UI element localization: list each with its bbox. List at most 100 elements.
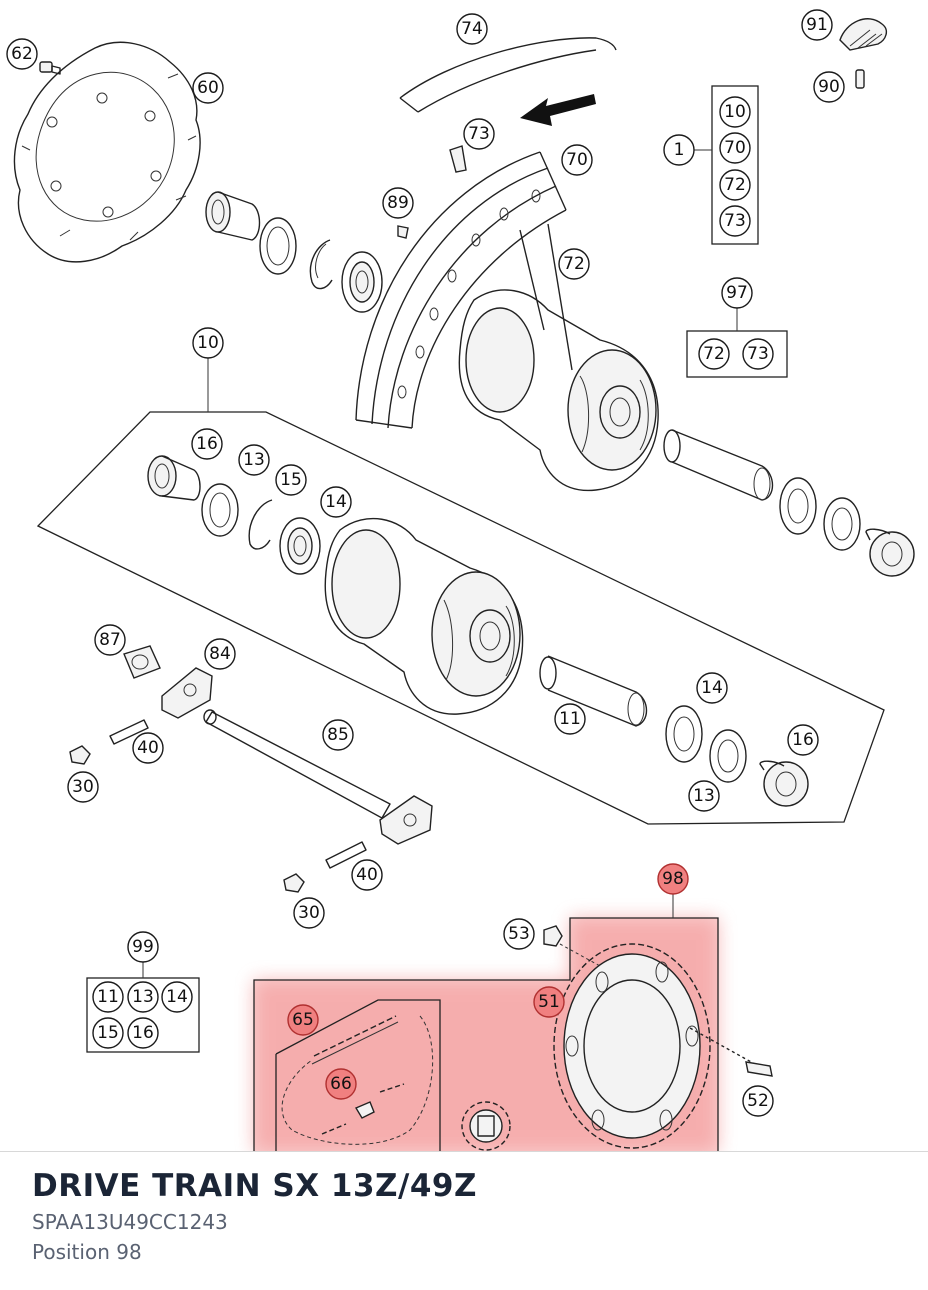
spoke[interactable] <box>519 223 573 371</box>
callout-15[interactable]: 15 <box>275 464 307 496</box>
front-sprocket[interactable] <box>461 1101 511 1151</box>
drive-train-group-box-98 <box>253 894 719 1152</box>
spoke-nipple[interactable] <box>397 225 409 239</box>
callout-70[interactable]: 70 <box>561 144 593 176</box>
callout-90[interactable]: 90 <box>813 71 845 103</box>
callout-73[interactable]: 73 <box>463 118 495 150</box>
valve-stem[interactable] <box>449 145 467 173</box>
lower-circlip-15[interactable] <box>248 499 273 550</box>
svg-text:30: 30 <box>298 903 320 923</box>
callout-14b[interactable]: 14 <box>696 672 728 704</box>
adjuster-nut-30a[interactable] <box>69 745 91 765</box>
callout-91[interactable]: 91 <box>801 9 833 41</box>
callout-74[interactable]: 74 <box>456 13 488 45</box>
callout-13[interactable]: 13 <box>238 444 270 476</box>
upper-circlip[interactable] <box>309 239 333 290</box>
lower-seal-13[interactable] <box>201 483 239 537</box>
svg-text:70: 70 <box>566 150 588 170</box>
lower-hub[interactable] <box>324 517 524 715</box>
callout-66[interactable]: 66 <box>325 1068 357 1100</box>
callout-65[interactable]: 65 <box>287 1004 319 1036</box>
axle-85[interactable] <box>203 709 391 819</box>
callout-60[interactable]: 60 <box>192 72 224 104</box>
callout-87[interactable]: 87 <box>94 624 126 656</box>
adjuster-screw-40a[interactable] <box>109 719 149 745</box>
disc-bolt[interactable] <box>39 61 61 75</box>
group99-item-16[interactable]: 16 <box>127 1017 159 1049</box>
callout-11[interactable]: 11 <box>554 703 586 735</box>
callout-98[interactable]: 98 <box>657 863 689 895</box>
group99-item-13[interactable]: 13 <box>127 981 159 1013</box>
valve-insert-90[interactable] <box>855 69 865 89</box>
callout-40b[interactable]: 40 <box>351 859 383 891</box>
svg-text:30: 30 <box>72 777 94 797</box>
callout-16b[interactable]: 16 <box>787 724 819 756</box>
lower-spacer-tube-11[interactable] <box>539 655 648 727</box>
lower-spacer-bushing-16[interactable] <box>147 455 201 501</box>
callout-84[interactable]: 84 <box>204 638 236 670</box>
rear-sprocket-51[interactable] <box>553 943 711 1149</box>
group99-item-14[interactable]: 14 <box>161 981 193 1013</box>
callout-13b[interactable]: 13 <box>688 780 720 812</box>
callout-1[interactable]: 1 <box>663 134 695 166</box>
adjuster-screw-40b[interactable] <box>325 841 367 869</box>
callout-40[interactable]: 40 <box>132 732 164 764</box>
callout-62[interactable]: 62 <box>6 38 38 70</box>
svg-text:13: 13 <box>132 987 154 1007</box>
upper-spacer-tube[interactable] <box>663 429 774 501</box>
valve-cap-91[interactable] <box>839 18 888 51</box>
callout-51[interactable]: 51 <box>533 986 565 1018</box>
chain-adjuster-right[interactable] <box>379 795 433 845</box>
chain-adjuster-84[interactable] <box>161 667 213 719</box>
svg-text:98: 98 <box>662 869 684 889</box>
group1-item-72[interactable]: 72 <box>719 169 751 201</box>
upper-right-bushing[interactable] <box>865 528 915 577</box>
callout-97[interactable]: 97 <box>721 277 753 309</box>
svg-text:87: 87 <box>99 630 121 650</box>
upper-right-bearing[interactable] <box>779 477 817 535</box>
callout-53[interactable]: 53 <box>503 918 535 950</box>
group-box-97 <box>686 308 788 378</box>
axle-nut-87[interactable] <box>123 645 161 679</box>
callout-30[interactable]: 30 <box>67 771 99 803</box>
svg-text:13: 13 <box>693 786 715 806</box>
lower-bearing-14[interactable] <box>279 517 321 575</box>
upper-bearing[interactable] <box>341 251 383 313</box>
callout-52[interactable]: 52 <box>742 1085 774 1117</box>
sprocket-bolt-52[interactable] <box>689 1027 773 1077</box>
svg-text:51: 51 <box>538 992 560 1012</box>
lower-right-seal-13[interactable] <box>709 729 747 783</box>
callout-30b[interactable]: 30 <box>293 897 325 929</box>
group1-item-10[interactable]: 10 <box>719 96 751 128</box>
lower-right-bushing-16[interactable] <box>759 760 809 807</box>
callout-72[interactable]: 72 <box>558 248 590 280</box>
brake-disc[interactable] <box>13 41 201 263</box>
lower-right-bearing-14[interactable] <box>665 705 703 763</box>
chain-link-66[interactable] <box>321 1083 405 1135</box>
upper-spacer-bushing[interactable] <box>205 191 261 241</box>
group99-item-11[interactable]: 11 <box>92 981 124 1013</box>
group99-item-15[interactable]: 15 <box>92 1017 124 1049</box>
adjuster-nut-30b[interactable] <box>283 873 305 893</box>
rim[interactable] <box>355 151 567 429</box>
exploded-parts-diagram: 62 60 74 91 90 73 70 89 72 1 10 70 72 73… <box>6 9 915 1152</box>
tire-segment[interactable] <box>399 37 617 113</box>
sprocket-nut-53[interactable] <box>543 925 601 967</box>
callout-85[interactable]: 85 <box>322 719 354 751</box>
upper-hub[interactable] <box>458 289 659 492</box>
callout-89[interactable]: 89 <box>382 187 414 219</box>
callout-10[interactable]: 10 <box>192 327 224 359</box>
svg-text:97: 97 <box>726 283 748 303</box>
callout-99[interactable]: 99 <box>127 931 159 963</box>
group1-item-73[interactable]: 73 <box>719 205 751 237</box>
group97-item-73[interactable]: 73 <box>742 338 774 370</box>
callout-16[interactable]: 16 <box>191 428 223 460</box>
svg-text:53: 53 <box>508 924 530 944</box>
chain-65[interactable] <box>281 1015 434 1145</box>
svg-text:91: 91 <box>806 15 828 35</box>
callout-14[interactable]: 14 <box>320 486 352 518</box>
group97-item-72[interactable]: 72 <box>698 338 730 370</box>
group1-item-70[interactable]: 70 <box>719 132 751 164</box>
upper-seal[interactable] <box>259 217 297 275</box>
upper-right-seal[interactable] <box>823 497 861 551</box>
